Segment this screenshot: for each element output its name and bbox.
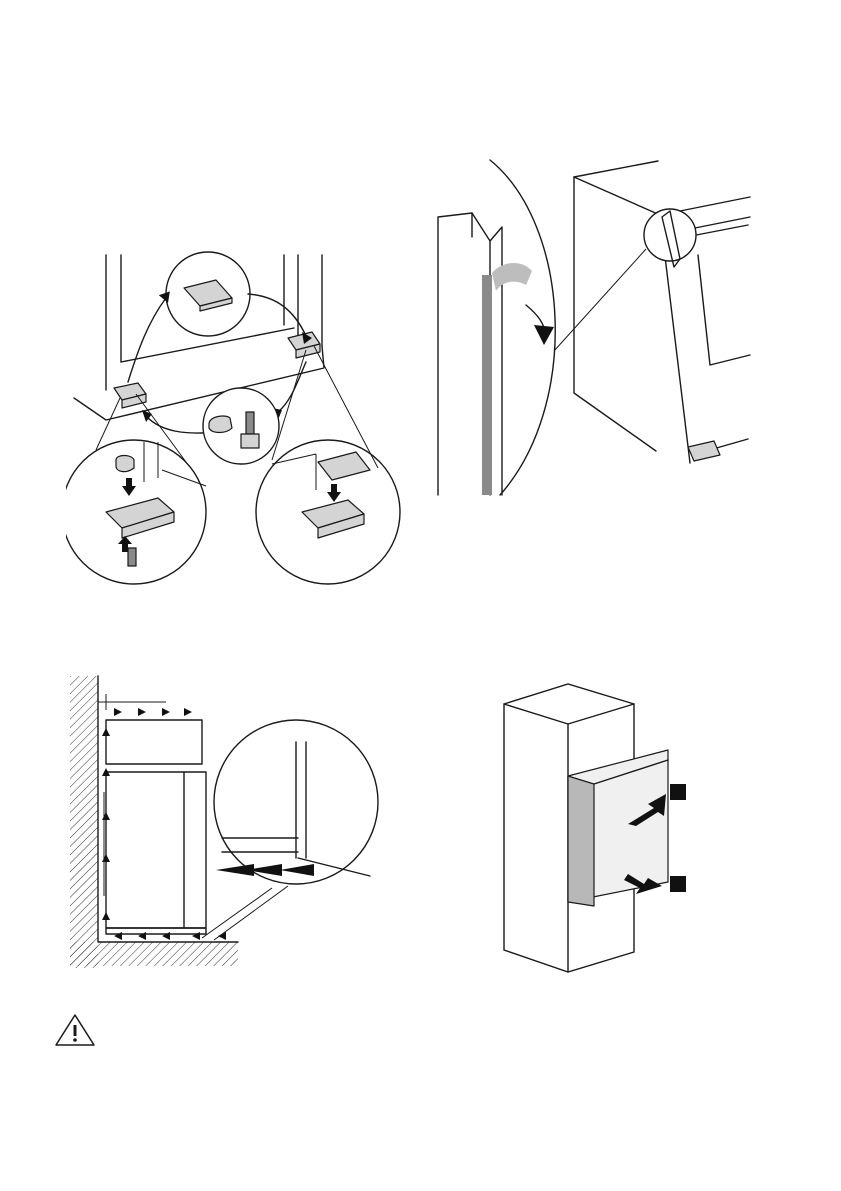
cabinet-push-illustration xyxy=(498,680,698,975)
airflow-ventilation-icon xyxy=(66,672,386,972)
warning-symbol xyxy=(52,1011,98,1051)
seal-strip-peel-icon xyxy=(430,155,760,500)
appliance-push-into-cabinet-icon xyxy=(498,680,698,975)
seal-strip-illustration xyxy=(430,155,760,500)
hinge-cover-assembly-icon xyxy=(66,250,406,585)
ventilation-illustration xyxy=(66,672,386,972)
hinge-cover-illustration xyxy=(66,250,406,585)
warning-triangle-icon xyxy=(52,1011,98,1051)
